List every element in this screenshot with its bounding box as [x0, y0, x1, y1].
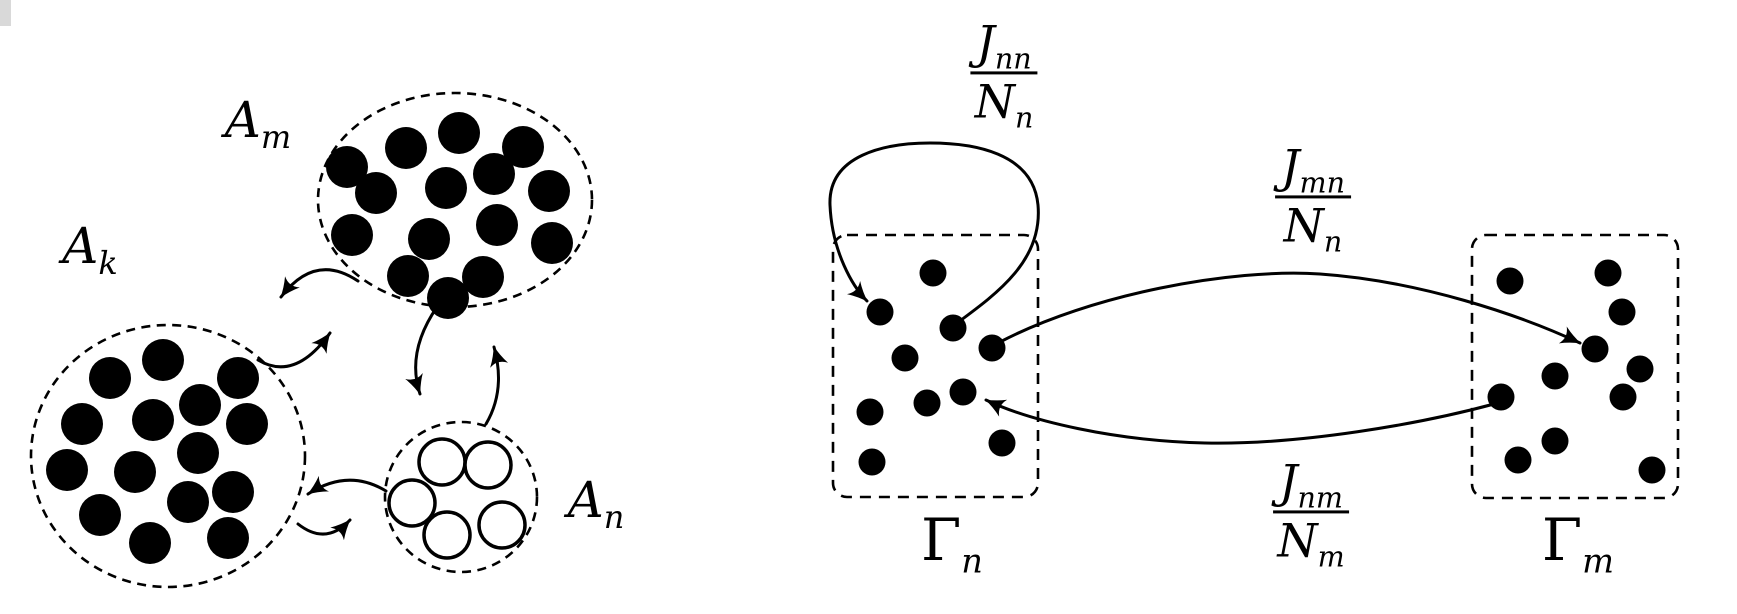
outlines-layer: [29, 91, 1680, 589]
neuron-dot-Am: [531, 222, 573, 264]
neuron-dot-Am: [425, 167, 467, 209]
neuron-dot-Ak: [177, 432, 219, 474]
open-neuron-dot-An: [417, 437, 467, 487]
neuron-dot-Ak: [207, 517, 249, 559]
neuron-dot-Gamma-m: [1638, 456, 1666, 484]
box-label-Gamma-n: Γn: [921, 511, 983, 578]
neuron-dot-Gamma-n: [866, 298, 894, 326]
arrow-Am-to-Ak: [279, 268, 360, 299]
cluster-outline-An: [383, 420, 539, 574]
neuron-dot-Am: [385, 127, 427, 169]
cluster-label-An-subscript: n: [603, 498, 625, 536]
neuron-dot-Gamma-n: [856, 398, 884, 426]
neuron-dot-Am: [528, 170, 570, 212]
arrow-m-to-n-coupling: [984, 398, 1496, 445]
box-label-Gamma-n-letter: Γ: [921, 506, 962, 574]
neuron-dot-Gamma-n: [988, 429, 1016, 457]
neuron-dot-Ak: [212, 471, 254, 513]
arrows-layer: [256, 141, 1582, 541]
box-label-Gamma-m: Γm: [1542, 511, 1614, 578]
neuron-dot-Am: [387, 255, 429, 297]
neuron-dot-Ak: [226, 403, 268, 445]
neuron-dot-Gamma-n: [919, 259, 947, 287]
neuron-dot-Am: [355, 172, 397, 214]
rate-Jnm-denominator: Nm: [1277, 513, 1345, 574]
neuron-dot-Am: [462, 256, 504, 298]
neuron-dot-Am: [331, 214, 373, 256]
neuron-dot-Gamma-n: [939, 314, 967, 342]
neuron-dot-Am: [502, 126, 544, 168]
box-label-Gamma-m-letter: Γ: [1541, 506, 1583, 574]
neuron-dot-Gamma-n: [949, 378, 977, 406]
cluster-label-Am-subscript: m: [260, 118, 292, 156]
neuron-dot-Ak: [132, 399, 174, 441]
arrow-Ak-to-An: [296, 518, 352, 541]
neuron-dot-Ak: [114, 451, 156, 493]
neuron-dot-Ak: [79, 494, 121, 536]
neuron-dot-Gamma-m: [1626, 355, 1654, 383]
neuron-dot-Am: [427, 277, 469, 319]
scrollbar-artifact: [0, 0, 11, 26]
neuron-dot-Am: [438, 112, 480, 154]
open-neuron-dot-An: [422, 510, 472, 560]
cluster-label-Ak-subscript: k: [98, 244, 118, 282]
rate-Jnn-denominator: Nn: [974, 74, 1034, 135]
neuron-dot-Gamma-m: [1608, 298, 1636, 326]
arrow-Am-to-An: [405, 305, 439, 396]
box-label-Gamma-m-subscript: m: [1582, 541, 1615, 581]
neuron-dot-Am: [326, 146, 368, 188]
neuron-dot-Ak: [142, 339, 184, 381]
population-box-Gamma-n: [831, 233, 1040, 499]
neuron-dot-Am: [408, 218, 450, 260]
neuron-dot-Gamma-n: [858, 448, 886, 476]
cluster-label-An-letter: A: [567, 471, 604, 529]
rate-label-Jmn-over-Nn: Jmn Nn: [1275, 141, 1351, 259]
open-neuron-dot-An: [477, 500, 527, 550]
cluster-label-Am-letter: A: [224, 91, 261, 149]
neuron-dot-Ak: [217, 357, 259, 399]
rate-Jmn-denominator: Nn: [1283, 198, 1343, 259]
arrow-An-to-Ak: [306, 475, 388, 496]
neuron-dot-Ak: [179, 384, 221, 426]
neuron-dot-Gamma-m: [1541, 427, 1569, 455]
cluster-outline-Ak: [29, 323, 307, 589]
neuron-dot-Gamma-m: [1594, 259, 1622, 287]
dots-layer: [46, 112, 1666, 564]
rate-label-Jnn-over-Nn: Jnn Nn: [970, 17, 1038, 135]
open-neuron-dot-An: [387, 478, 437, 528]
arrow-self-coupling-n: [828, 141, 1040, 328]
neuron-dot-Ak: [129, 522, 171, 564]
neuron-dot-Gamma-m: [1504, 446, 1532, 474]
arrow-Ak-to-Am: [256, 331, 332, 369]
neuron-dot-Gamma-n: [913, 389, 941, 417]
cluster-label-Am: Am: [225, 95, 291, 153]
neuron-dot-Ak: [89, 357, 131, 399]
neuron-dot-Am: [476, 204, 518, 246]
neuron-dot-Gamma-n: [978, 334, 1006, 362]
rate-Jnn-numerator: Jnn: [970, 17, 1038, 74]
neuron-dot-Gamma-m: [1581, 335, 1609, 363]
cluster-label-Ak: Ak: [62, 221, 118, 279]
neuron-dot-Gamma-m: [1609, 383, 1637, 411]
box-label-Gamma-n-subscript: n: [961, 541, 983, 581]
neuron-dot-Ak: [46, 449, 88, 491]
neuron-dot-Gamma-m: [1487, 383, 1515, 411]
open-neuron-dot-An: [463, 440, 513, 490]
rate-label-Jnm-over-Nm: Jnm Nm: [1273, 456, 1349, 574]
arrow-n-to-m-coupling: [998, 271, 1582, 345]
cluster-label-Ak-letter: A: [62, 217, 99, 275]
neuron-dot-Gamma-n: [891, 344, 919, 372]
rate-Jmn-numerator: Jmn: [1275, 141, 1351, 198]
neuron-dot-Am: [473, 153, 515, 195]
neuron-dot-Gamma-m: [1496, 267, 1524, 295]
rate-Jnm-numerator: Jnm: [1273, 456, 1349, 513]
cluster-label-An: An: [568, 475, 625, 533]
neuron-dot-Ak: [61, 403, 103, 445]
neuron-dot-Ak: [167, 481, 209, 523]
arrow-An-to-Am: [484, 345, 509, 426]
neuron-dot-Gamma-m: [1541, 362, 1569, 390]
